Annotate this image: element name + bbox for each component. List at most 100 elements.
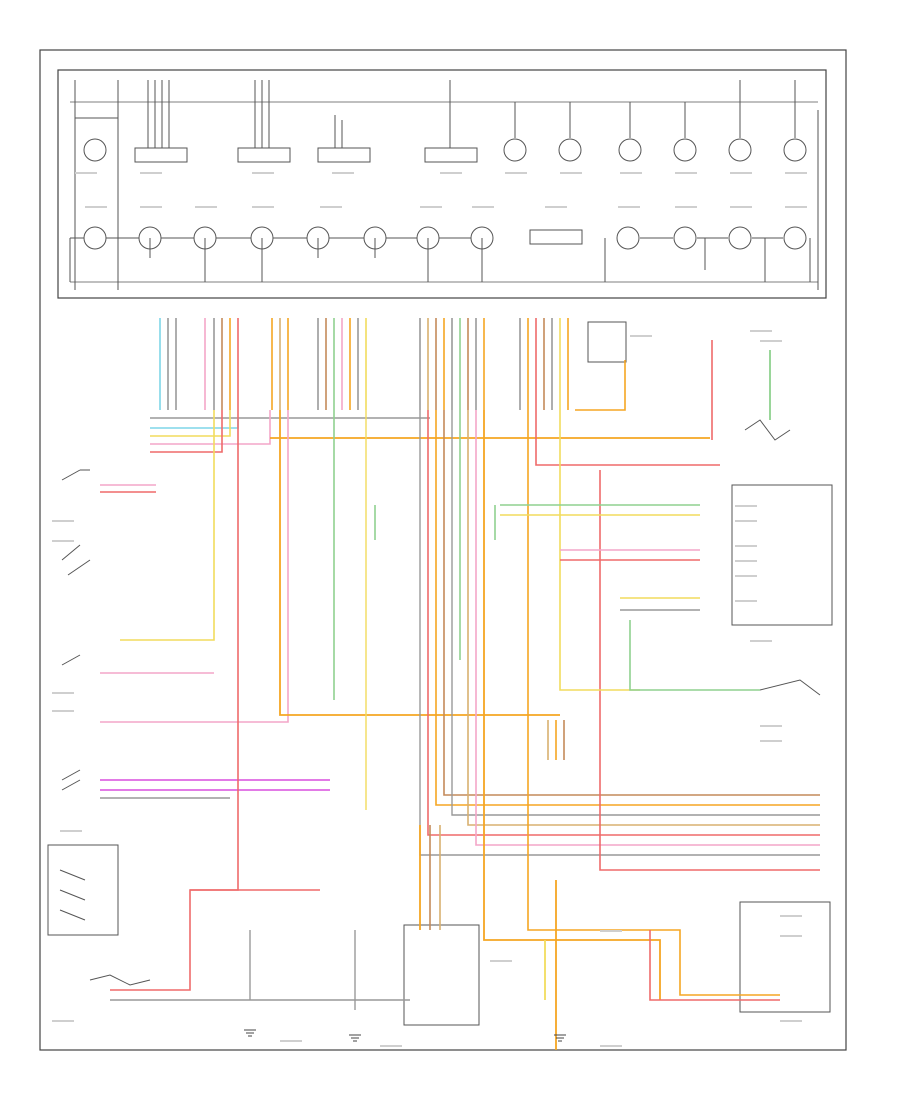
micro-label-20 [618, 206, 640, 208]
micro-label-46 [490, 960, 512, 962]
run-orange-6 [575, 360, 626, 411]
micro-label-28 [60, 830, 82, 832]
wire-runs [100, 340, 820, 1050]
run-orange-4 [483, 410, 661, 1000]
coolant-sensor [61, 769, 81, 791]
brake-switch [61, 654, 81, 666]
micro-label-5 [440, 172, 462, 174]
run-ign [110, 410, 239, 991]
indicator-lamp-7 [783, 138, 807, 162]
indicator-lamp-4 [618, 138, 642, 162]
run-tan [467, 410, 820, 826]
micro-labels [52, 172, 807, 1047]
micro-label-44 [780, 1020, 802, 1022]
micro-label-37 [735, 575, 757, 577]
micro-label-27 [52, 710, 74, 712]
micro-label-43 [780, 935, 802, 937]
run-gray-2 [451, 410, 820, 816]
body-control-module [731, 484, 833, 626]
micro-label-32 [630, 335, 652, 337]
micro-label-23 [785, 206, 807, 208]
indicator-lamp-3 [558, 138, 582, 162]
tachometer-module [134, 147, 188, 163]
indicator-lamp-8 [83, 226, 107, 250]
temp-gauge-module [424, 147, 478, 163]
micro-label-1 [75, 172, 97, 174]
indicator-lamp-2 [503, 138, 527, 162]
indicator-lamp-17 [673, 226, 697, 250]
micro-label-40 [760, 725, 782, 727]
micro-label-13 [140, 206, 162, 208]
speedometer-module [237, 147, 291, 163]
micro-label-7 [560, 172, 582, 174]
ground-symbol-3 [554, 1034, 566, 1042]
ground-symbol-1 [244, 1029, 256, 1037]
run-pink-2 [475, 410, 820, 846]
micro-label-9 [675, 172, 697, 174]
run-brown-1 [443, 410, 820, 796]
instrument-cluster-outline [57, 69, 827, 299]
micro-label-26 [52, 692, 74, 694]
micro-label-39 [750, 640, 772, 642]
indicator-lamp-16 [616, 226, 640, 250]
cluster-top-row [83, 138, 807, 163]
run-yellow-2 [559, 410, 640, 691]
micro-label-12 [85, 206, 107, 208]
indicator-lamp-6 [728, 138, 752, 162]
rear-wiring-area [739, 901, 831, 1013]
micro-label-49 [600, 1045, 622, 1047]
run-coolant [100, 410, 289, 723]
micro-label-34 [735, 520, 757, 522]
micro-label-16 [320, 206, 342, 208]
oil-pressure-switch [61, 469, 90, 481]
ground-points [244, 1029, 566, 1042]
left-components [47, 469, 151, 986]
micro-label-38 [735, 600, 757, 602]
instrument-cluster [57, 69, 827, 299]
micro-label-18 [472, 206, 494, 208]
micro-label-4 [332, 172, 354, 174]
run-orange-5 [527, 410, 780, 996]
micro-label-19 [545, 206, 567, 208]
run-red-2 [427, 410, 820, 836]
run-2 [150, 418, 239, 429]
fuel-gauge-module [317, 147, 371, 163]
ignition-contacts [59, 869, 86, 921]
indicator-lamp-1 [83, 138, 107, 162]
run-5 [150, 410, 223, 453]
micro-label-3 [252, 172, 274, 174]
micro-label-14 [195, 206, 217, 208]
micro-label-15 [252, 206, 274, 208]
fuel-sender [61, 544, 91, 576]
run-orange-3 [435, 410, 820, 806]
micro-label-31 [760, 340, 782, 342]
run-gray-3 [419, 410, 820, 856]
micro-label-29 [52, 1020, 74, 1022]
micro-label-21 [675, 206, 697, 208]
micro-label-8 [620, 172, 642, 174]
chime-module [529, 229, 583, 245]
micro-label-47 [280, 1040, 302, 1042]
park-brake-switch [744, 419, 791, 441]
micro-label-24 [52, 520, 74, 522]
ignition-switch [47, 844, 119, 936]
micro-label-33 [735, 505, 757, 507]
micro-label-11 [785, 172, 807, 174]
micro-label-17 [420, 206, 442, 208]
run-4 [150, 410, 271, 445]
run-3 [150, 410, 231, 437]
micro-label-35 [735, 545, 757, 547]
lower-connector-block [403, 924, 480, 1026]
seatbelt-switch [759, 679, 821, 696]
micro-label-41 [760, 740, 782, 742]
fuel-pump-relay [587, 321, 627, 363]
indicator-lamp-18 [728, 226, 752, 250]
micro-label-25 [52, 540, 74, 542]
run-green-4 [629, 620, 760, 691]
micro-label-30 [750, 330, 772, 332]
indicator-lamp-19 [783, 226, 807, 250]
indicator-lamp-5 [673, 138, 697, 162]
headlamp-switch [89, 974, 151, 986]
